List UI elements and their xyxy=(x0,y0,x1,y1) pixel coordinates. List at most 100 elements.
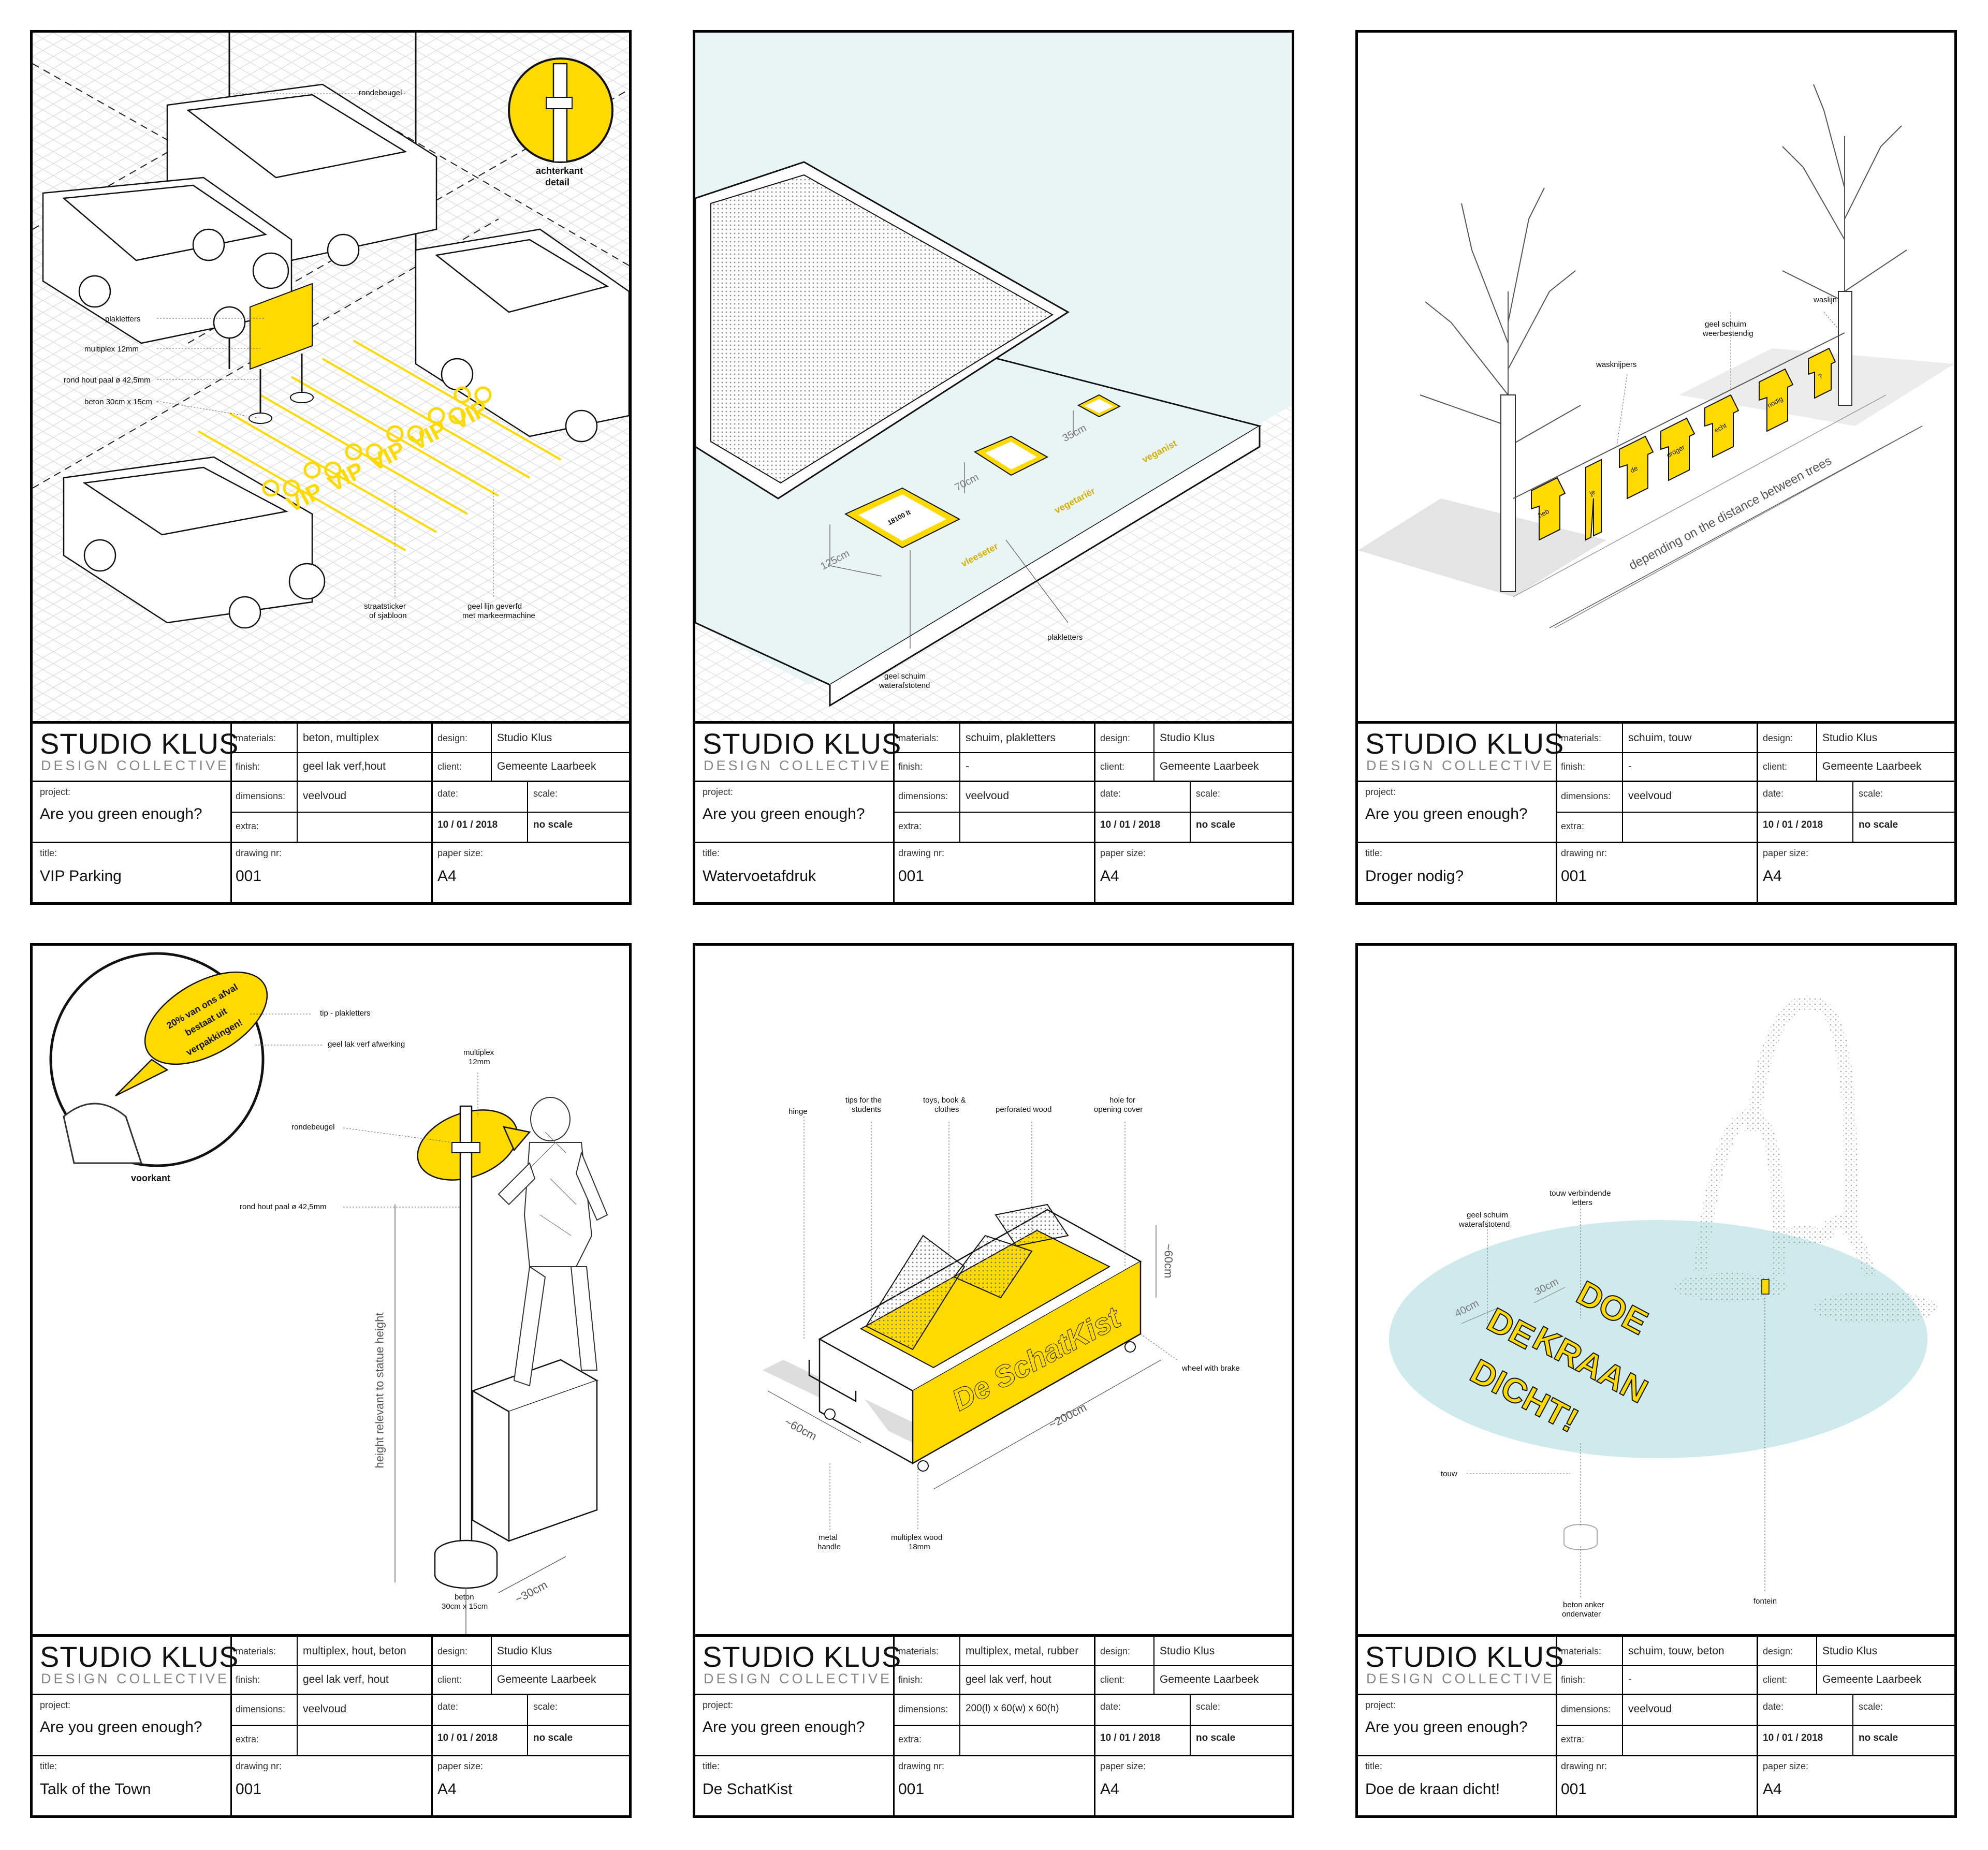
value-design: Studio Klus xyxy=(1160,732,1215,744)
value-dimensions: 200(l) x 60(w) x 60(h) xyxy=(966,1703,1059,1714)
annotation-clothes: clothes xyxy=(934,1105,959,1114)
annotation-beton-size: 30cm x 15cm xyxy=(442,1602,488,1611)
value-client: Gemeente Laarbeek xyxy=(1822,1673,1922,1685)
label-drawing-nr: drawing nr: xyxy=(236,1761,282,1771)
title-block: STUDIO KLUS DESIGN COLLECTIVE materials:… xyxy=(33,721,629,902)
label-project: project: xyxy=(1365,1700,1396,1710)
label-dimensions: dimensions: xyxy=(898,1704,948,1714)
annotation-geel-schuim: geel schuim xyxy=(1467,1211,1509,1220)
label-extra: extra: xyxy=(236,1734,259,1744)
annotation-paal: rond hout paal ø 42,5mm xyxy=(240,1202,327,1211)
title-block: STUDIO KLUS DESIGN COLLECTIVE materials:… xyxy=(695,1634,1292,1815)
label-materials: materials: xyxy=(1561,733,1602,743)
value-materials: schuim, touw xyxy=(1628,732,1692,744)
label-date: date: xyxy=(1763,788,1784,799)
value-paper-size: A4 xyxy=(1763,1781,1782,1798)
value-scale: no scale xyxy=(533,819,573,830)
label-title: title: xyxy=(1365,1761,1383,1771)
value-scale: no scale xyxy=(1859,1732,1898,1743)
annotation-handle: handle xyxy=(817,1543,841,1551)
value-scale: no scale xyxy=(1196,1732,1236,1743)
value-title: Watervoetafdruk xyxy=(703,868,816,885)
label-extra: extra: xyxy=(236,821,259,831)
value-dimensions: veelvoud xyxy=(966,790,1010,802)
label-client: client: xyxy=(1100,761,1125,772)
value-date: 10 / 01 / 2018 xyxy=(1100,1732,1161,1743)
annotation-hinge: hinge xyxy=(788,1107,808,1116)
value-client: Gemeente Laarbeek xyxy=(497,1673,596,1685)
value-date: 10 / 01 / 2018 xyxy=(1763,819,1823,830)
value-drawing-nr: 001 xyxy=(236,868,262,885)
label-dimensions: dimensions: xyxy=(236,1704,286,1714)
label-date: date: xyxy=(1763,1701,1784,1712)
label-client: client: xyxy=(1763,761,1788,772)
value-project: Are you green enough? xyxy=(40,1719,202,1736)
annotation-12mm: 12mm xyxy=(469,1058,490,1066)
value-date: 10 / 01 / 2018 xyxy=(437,819,498,830)
annotation-onderwater: onderwater xyxy=(1562,1610,1601,1619)
annotation-height: height relevant to statue height xyxy=(373,1312,386,1469)
studio-brand: STUDIO KLUS xyxy=(703,1640,902,1673)
label-project: project: xyxy=(1365,787,1396,797)
annotation-waterafstotend: waterafstotend xyxy=(1459,1220,1510,1229)
studio-brand: STUDIO KLUS xyxy=(1365,1640,1565,1673)
label-materials: materials: xyxy=(898,733,939,743)
studio-subtitle: DESIGN COLLECTIVE xyxy=(1366,1671,1555,1686)
label-title: title: xyxy=(703,848,720,858)
annotation-toys: toys, book & xyxy=(923,1096,966,1105)
drawing-watervoetafdruk: 125cm 70cm 35cm plakletters geel schuim … xyxy=(695,33,1292,721)
label-materials: materials: xyxy=(898,1646,939,1656)
studio-brand: STUDIO KLUS xyxy=(40,1640,239,1673)
label-materials: materials: xyxy=(1561,1646,1602,1656)
label-project: project: xyxy=(703,787,734,797)
studio-subtitle: DESIGN COLLECTIVE xyxy=(41,758,230,773)
talk-of-the-town-illustration xyxy=(49,952,608,1634)
value-dimensions: veelvoud xyxy=(303,1703,347,1715)
value-scale: no scale xyxy=(1859,819,1898,830)
label-materials: materials: xyxy=(236,1646,276,1656)
annotation-weerbestendig: weerbestendig xyxy=(1703,329,1753,338)
label-paper-size: paper size: xyxy=(1763,1761,1809,1771)
value-design: Studio Klus xyxy=(1160,1645,1215,1657)
annotation-students: students xyxy=(852,1105,881,1114)
title-block: STUDIO KLUS DESIGN COLLECTIVE materials:… xyxy=(1358,1634,1954,1815)
studio-brand: STUDIO KLUS xyxy=(40,727,239,760)
value-title: De SchatKist xyxy=(703,1781,793,1798)
annotation-opening-cover: opening cover xyxy=(1094,1105,1143,1114)
value-project: Are you green enough? xyxy=(703,805,865,823)
studio-subtitle: DESIGN COLLECTIVE xyxy=(1366,758,1555,773)
label-dimensions: dimensions: xyxy=(1561,791,1611,801)
label-materials: materials: xyxy=(236,733,276,743)
watervoetafdruk-illustration xyxy=(695,33,1292,721)
value-client: Gemeente Laarbeek xyxy=(497,760,596,772)
value-drawing-nr: 001 xyxy=(1561,868,1587,885)
label-drawing-nr: drawing nr: xyxy=(898,848,945,858)
studio-brand: STUDIO KLUS xyxy=(703,727,902,760)
value-drawing-nr: 001 xyxy=(898,868,925,885)
value-materials: multiplex, metal, rubber xyxy=(966,1645,1079,1657)
annotation-tip: tip - plakletters xyxy=(320,1009,371,1018)
label-dimensions: dimensions: xyxy=(898,791,948,801)
value-design: Studio Klus xyxy=(1822,732,1878,744)
annotation-rondebeugel: rondebeugel xyxy=(359,89,402,97)
value-title: VIP Parking xyxy=(40,868,122,885)
annotation-geel-schuim: geel schuim xyxy=(884,672,926,681)
annotation-multiplex: multiplex xyxy=(463,1048,494,1057)
label-finish: finish: xyxy=(898,1675,923,1685)
value-project: Are you green enough? xyxy=(1365,805,1528,823)
drawing-vip-parking: rondebeugel achterkant detail plakletter… xyxy=(33,33,629,721)
sheet-vip-parking: rondebeugel achterkant detail plakletter… xyxy=(30,30,632,905)
label-date: date: xyxy=(437,1701,459,1712)
de-schatkist-illustration xyxy=(763,1117,1177,1531)
label-project: project: xyxy=(40,1700,71,1710)
label-drawing-nr: drawing nr: xyxy=(898,1761,945,1771)
value-finish: geel lak verf, hout xyxy=(966,1673,1051,1685)
value-dimensions: veelvoud xyxy=(1628,1703,1672,1715)
annotation-geel-lak: geel lak verf afwerking xyxy=(328,1040,405,1049)
value-date: 10 / 01 / 2018 xyxy=(1100,819,1161,830)
label-design: design: xyxy=(1763,1646,1793,1656)
value-date: 10 / 01 / 2018 xyxy=(1763,1732,1823,1743)
label-extra: extra: xyxy=(898,1734,922,1744)
annotation-straatsticker: straatsticker xyxy=(364,602,406,611)
value-paper-size: A4 xyxy=(437,868,457,885)
